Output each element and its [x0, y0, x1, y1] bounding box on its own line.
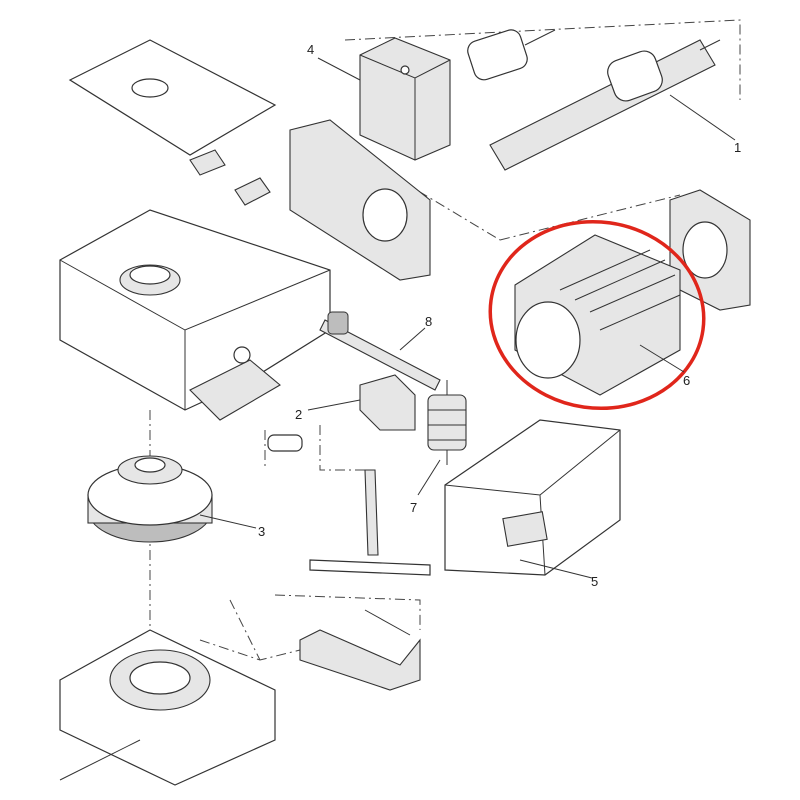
part-label-5: 5 [591, 574, 598, 589]
worm-shaft [267, 434, 431, 576]
motor-end-flange [669, 189, 751, 311]
part-label-6: 6 [683, 373, 690, 388]
part-5-cover [444, 419, 621, 576]
gearbox-plate [289, 119, 431, 281]
top-cover-plate [68, 39, 277, 206]
part-7-cam-assembly [427, 380, 467, 465]
part-4-block [359, 37, 451, 161]
main-housing [59, 209, 331, 421]
part-label-1: 1 [734, 140, 741, 155]
part-1-rotor-shaft [467, 29, 721, 171]
part-6-motor-casing [514, 234, 681, 396]
part-3-gear [87, 455, 213, 543]
part-2-contact-block [359, 374, 416, 431]
leader-lines [199, 57, 736, 579]
release-lever-bracket [299, 609, 421, 691]
highlight-circle-part-6 [488, 219, 706, 411]
part-label-8: 8 [425, 314, 432, 329]
part-8-pinion-shaft [319, 311, 441, 391]
part-label-4: 4 [307, 42, 314, 57]
part-label-2: 2 [295, 407, 302, 422]
part-label-3: 3 [258, 524, 265, 539]
base-plate [59, 629, 276, 786]
part-label-7: 7 [410, 500, 417, 515]
